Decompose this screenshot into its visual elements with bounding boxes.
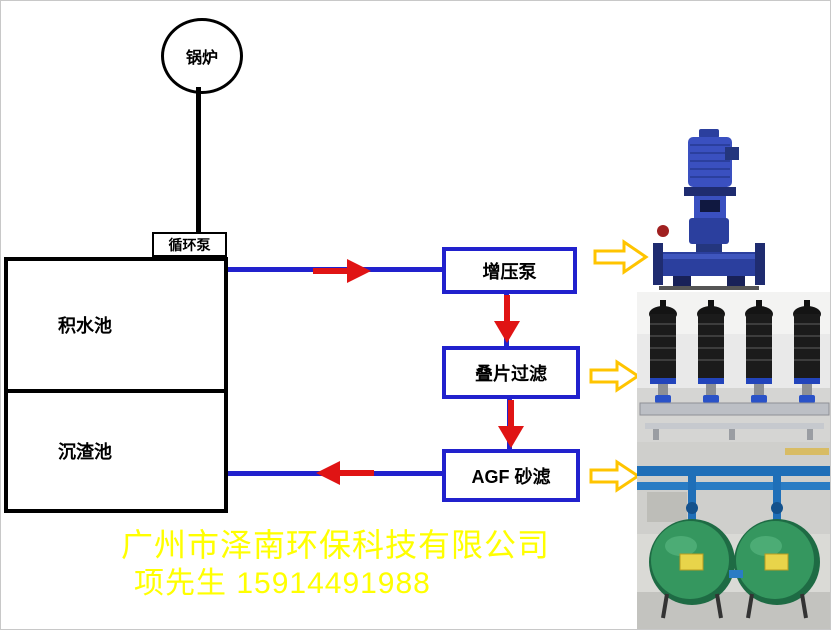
disc-filter-box: 叠片过滤 [442, 346, 580, 399]
flow-arrow-down-icon [498, 400, 524, 448]
agf-sand-filter-label: AGF 砂滤 [471, 466, 551, 487]
contact-info: 项先生 15914491988 [134, 567, 431, 600]
pool-tank: 积水池 沉渣池 [4, 257, 228, 513]
disc-filter-photo [637, 292, 830, 442]
sand-filter-photo [637, 442, 830, 629]
boiler-node: 锅炉 [161, 18, 243, 94]
pointer-arrow-booster-icon [593, 239, 649, 275]
sediment-pool-label: 沉渣池 [58, 442, 112, 462]
circulation-pump-label: 循环泵 [168, 236, 211, 253]
pointer-arrow-discfilter-icon [589, 359, 641, 393]
boiler-connector-line [196, 87, 201, 233]
sediment-pool-cell: 沉渣池 [8, 393, 224, 509]
agf-sand-filter-box: AGF 砂滤 [442, 449, 580, 502]
boiler-label: 锅炉 [185, 50, 218, 67]
flow-arrow-right-icon [313, 259, 371, 283]
pointer-arrow-sandfilter-icon [589, 459, 641, 493]
pipeline-pump-photo [651, 127, 767, 293]
collection-pool-cell: 积水池 [8, 261, 224, 393]
company-name: 广州市泽南环保科技有限公司 [121, 527, 551, 563]
circulation-pump-node: 循环泵 [152, 232, 227, 257]
collection-pool-label: 积水池 [58, 316, 112, 336]
flow-arrow-down-icon [494, 295, 520, 343]
booster-pump-box: 增压泵 [442, 247, 577, 294]
disc-filter-label: 叠片过滤 [475, 363, 547, 384]
booster-pump-label: 增压泵 [482, 261, 537, 282]
flow-arrow-left-icon [316, 461, 374, 485]
